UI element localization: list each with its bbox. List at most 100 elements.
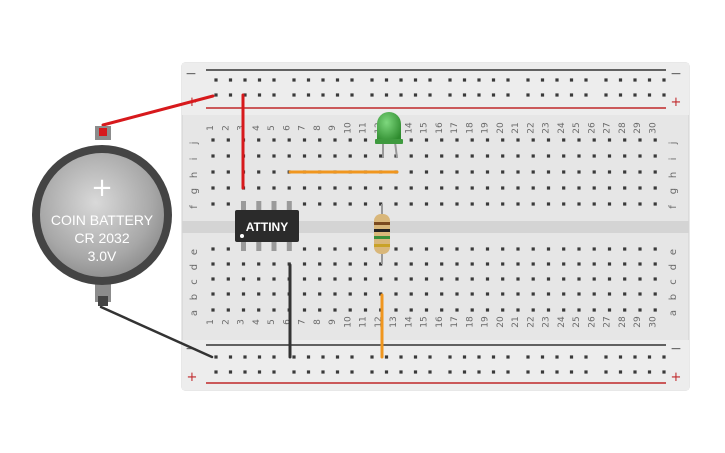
breadboard-hole — [228, 93, 233, 97]
column-number: 28 — [618, 316, 628, 328]
breadboard-hole — [257, 262, 261, 266]
breadboard-hole — [413, 78, 418, 82]
column-number: 23 — [542, 316, 552, 327]
breadboard-hole — [470, 292, 474, 296]
breadboard-hole — [302, 292, 307, 296]
breadboard-top-rail-strip — [182, 63, 689, 115]
breadboard-hole — [350, 93, 354, 97]
breadboard-hole — [623, 138, 627, 142]
breadboard-hole — [546, 202, 551, 206]
row-letter: h — [668, 172, 679, 178]
breadboard-hole — [470, 170, 474, 174]
breadboard-hole — [546, 247, 551, 251]
breadboard-hole — [555, 355, 559, 359]
breadboard-hole — [257, 186, 261, 190]
breadboard-hole — [653, 292, 657, 296]
resistor-band-4 — [374, 244, 390, 247]
breadboard-hole — [241, 308, 246, 312]
breadboard-hole — [302, 138, 307, 142]
breadboard-hole — [477, 93, 481, 97]
breadboard-hole — [592, 186, 596, 190]
column-number: 11 — [359, 316, 369, 327]
breadboard-hole — [399, 78, 403, 82]
column-number: 19 — [481, 316, 491, 328]
breadboard-hole — [399, 370, 403, 374]
breadboard-hole — [455, 292, 459, 296]
chip-pin — [271, 242, 277, 251]
breadboard-hole — [211, 262, 215, 266]
breadboard-hole — [318, 154, 322, 158]
breadboard-hole — [531, 186, 535, 190]
breadboard-hole — [531, 138, 535, 142]
column-number: 7 — [298, 319, 308, 325]
breadboard-hole — [333, 277, 337, 281]
breadboard-hole — [477, 78, 481, 82]
breadboard-hole — [516, 308, 520, 312]
breadboard-hole — [424, 202, 429, 206]
breadboard-hole — [607, 154, 612, 158]
breadboard-hole — [470, 262, 474, 266]
breadboard-hole — [384, 78, 389, 82]
breadboard-hole — [424, 186, 429, 190]
breadboard-hole — [607, 262, 612, 266]
breadboard-hole — [306, 93, 311, 97]
breadboard-hole — [607, 186, 612, 190]
breadboard-hole — [292, 93, 296, 97]
breadboard-hole — [348, 247, 352, 251]
breadboard-hole — [577, 138, 581, 142]
breadboard-hole — [257, 308, 261, 312]
breadboard-hole — [272, 154, 276, 158]
breadboard-hole — [409, 277, 413, 281]
breadboard-hole — [272, 93, 276, 97]
breadboard-hole — [409, 170, 413, 174]
column-number: 24 — [557, 122, 567, 134]
coin-battery: + COIN BATTERY CR 2032 3.0V — [32, 126, 172, 306]
column-number: 24 — [557, 316, 567, 328]
breadboard-hole — [272, 292, 276, 296]
battery-cell — [40, 153, 164, 277]
column-number: 25 — [572, 316, 582, 327]
led-body — [377, 112, 401, 142]
column-number: 23 — [542, 122, 552, 133]
breadboard-hole — [531, 262, 535, 266]
row-letter: h — [189, 172, 200, 178]
breadboard-hole — [348, 138, 352, 142]
breadboard-hole — [379, 186, 383, 190]
breadboard-hole — [592, 292, 596, 296]
breadboard-hole — [633, 93, 637, 97]
breadboard-hole — [211, 308, 215, 312]
column-number: 26 — [587, 316, 597, 328]
breadboard-hole — [633, 355, 637, 359]
breadboard-hole — [506, 370, 510, 374]
breadboard-hole — [292, 370, 296, 374]
breadboard-hole — [226, 247, 230, 251]
breadboard-hole — [394, 186, 398, 190]
breadboard-hole — [448, 370, 452, 374]
breadboard-hole — [462, 93, 467, 97]
breadboard-hole — [526, 93, 530, 97]
breadboard-hole — [211, 138, 215, 142]
breadboard-hole — [546, 170, 551, 174]
breadboard-hole — [287, 186, 291, 190]
breadboard-hole — [584, 78, 588, 82]
breadboard-hole — [653, 154, 657, 158]
breadboard-hole — [348, 154, 352, 158]
breadboard-hole — [531, 308, 535, 312]
column-number: 6 — [282, 125, 292, 131]
breadboard-hole — [214, 78, 218, 82]
breadboard-hole — [394, 277, 398, 281]
column-number: 6 — [282, 319, 292, 325]
chip-pin — [241, 242, 246, 251]
column-number: 4 — [252, 319, 262, 325]
breadboard-hole — [348, 202, 352, 206]
breadboard-hole — [428, 355, 432, 359]
breadboard-hole — [363, 247, 368, 251]
breadboard-hole — [491, 370, 496, 374]
led-rim — [375, 139, 403, 144]
breadboard-hole — [272, 370, 276, 374]
column-number: 1 — [206, 319, 216, 325]
breadboard-hole — [470, 186, 474, 190]
breadboard-hole — [335, 93, 340, 97]
breadboard-hole — [569, 93, 574, 97]
breadboard-hole — [318, 308, 322, 312]
